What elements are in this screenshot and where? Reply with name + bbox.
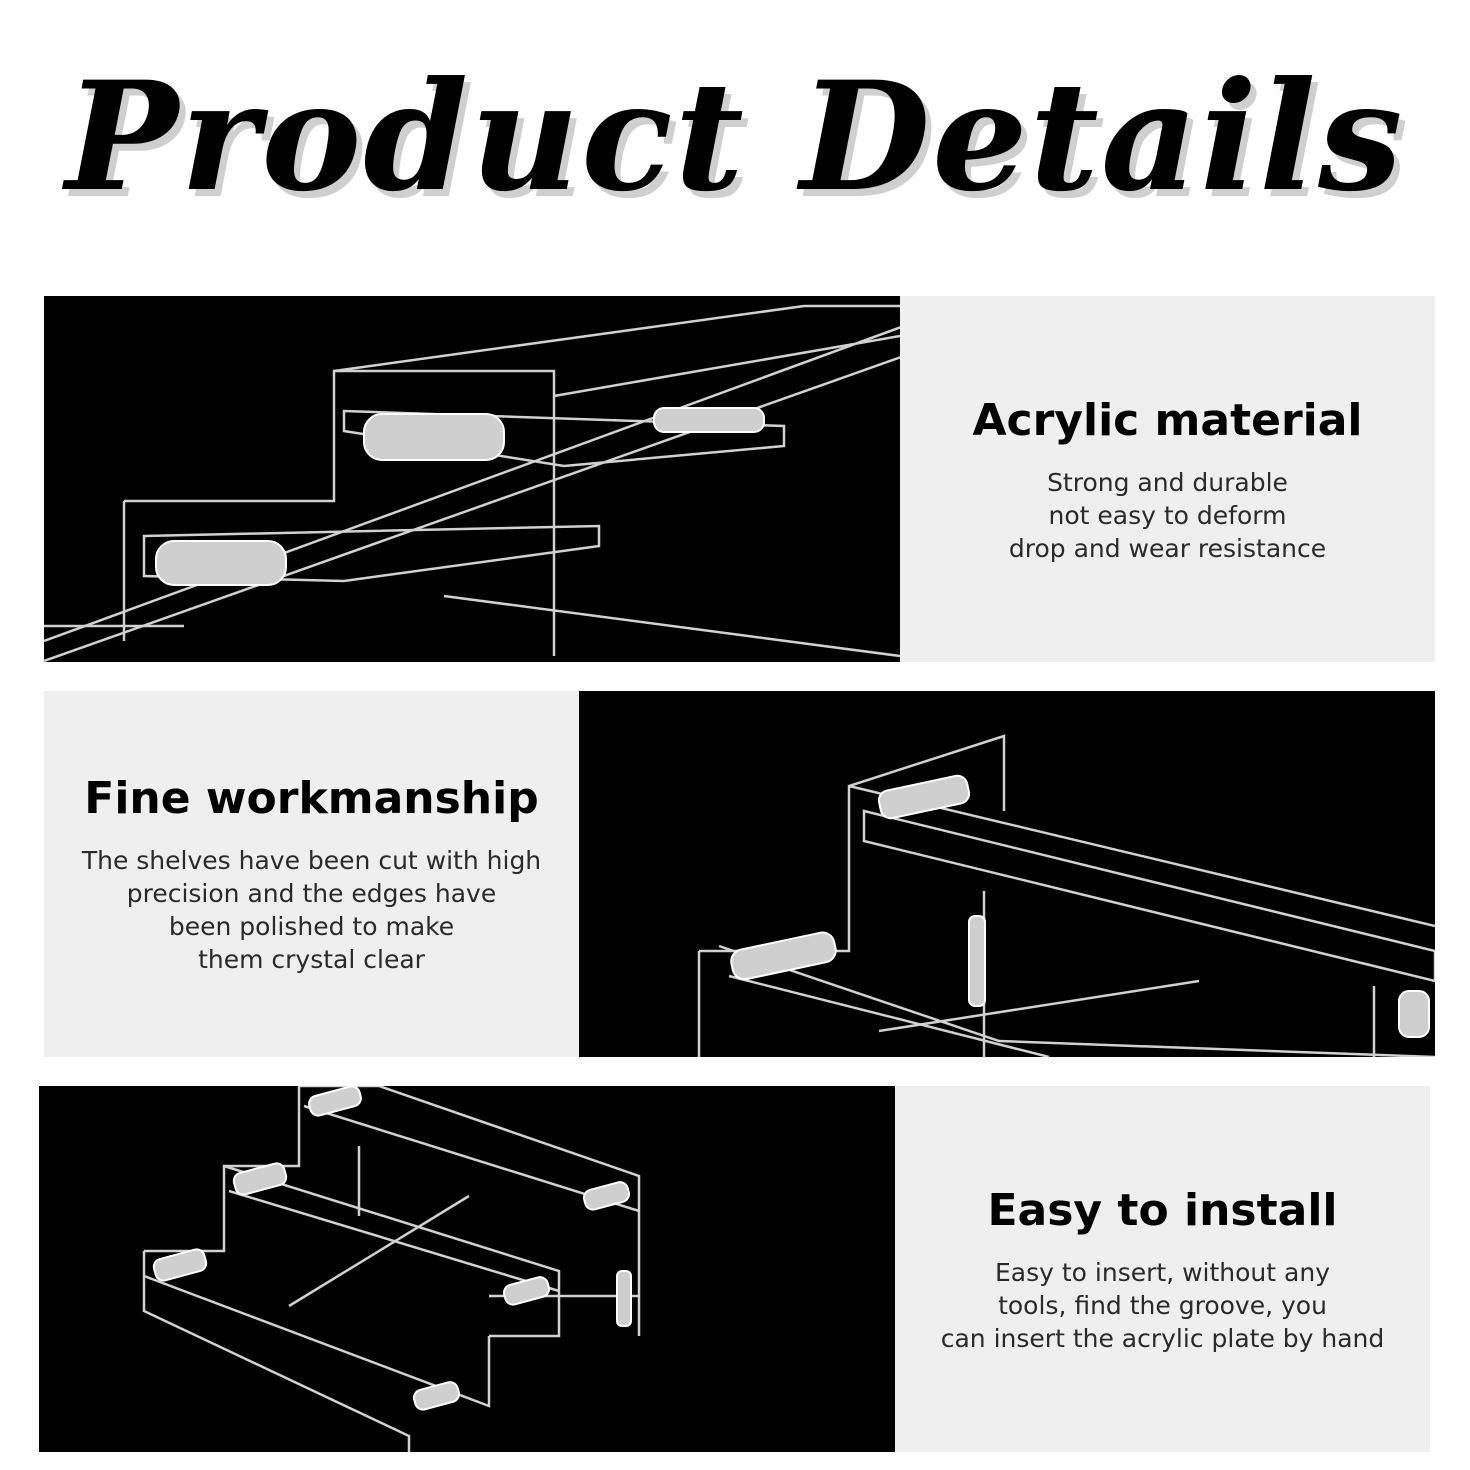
feature-description: Easy to insert, without any tools, find … (941, 1256, 1385, 1355)
feature-line: The shelves have been cut with high (81, 846, 542, 875)
feature-heading: Fine workmanship (84, 773, 539, 824)
feature-panel-acrylic-material: Acrylic material Strong and durable not … (900, 296, 1435, 662)
feature-line: drop and wear resistance (1008, 533, 1327, 563)
feature-heading: Easy to install (987, 1184, 1338, 1236)
feature-line: Easy to insert, without any (995, 1257, 1330, 1287)
feature-heading: Acrylic material (972, 394, 1363, 446)
acrylic-shelf-closeup-photo (44, 296, 900, 662)
feature-line: Strong and durable (1047, 467, 1288, 497)
feature-description: Strong and durable not easy to deform dr… (1009, 466, 1326, 565)
feature-line: tools, find the groove, you (998, 1290, 1327, 1320)
acrylic-shelf-edge-photo (579, 691, 1435, 1057)
feature-line: them crystal clear (198, 945, 425, 974)
acrylic-shelf-illustration (697, 734, 1435, 1057)
feature-line: can insert the acrylic plate by hand (940, 1323, 1385, 1353)
feature-line: precision and the edges have (126, 879, 497, 908)
feature-line: not easy to deform (1048, 500, 1287, 530)
feature-line: been polished to make (168, 912, 455, 941)
feature-panel-fine-workmanship: Fine workmanship The shelves have been c… (44, 691, 579, 1057)
acrylic-shelf-illustration (44, 304, 900, 662)
three-tier-acrylic-riser-photo (39, 1086, 895, 1452)
page-title: Product Details (65, 49, 1405, 225)
acrylic-riser-illustration (142, 1086, 641, 1452)
feature-panel-easy-to-install: Easy to install Easy to insert, without … (895, 1086, 1430, 1452)
feature-description: The shelves have been cut with high prec… (82, 844, 541, 976)
